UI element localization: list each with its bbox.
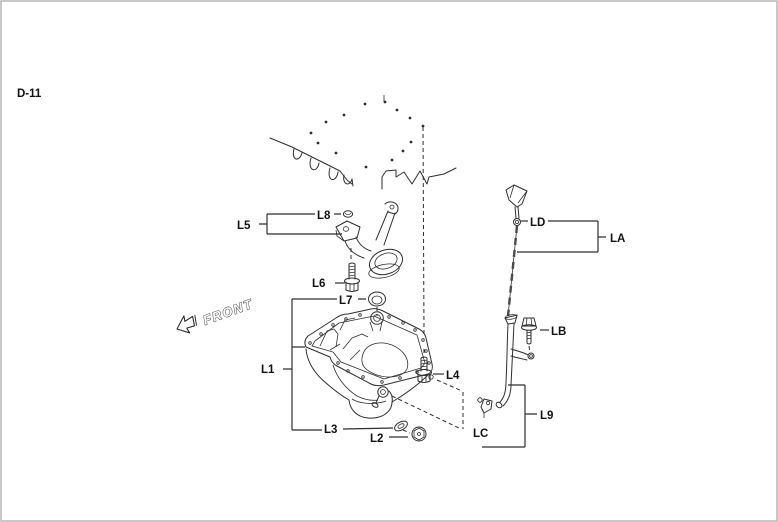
callout-LC[interactable]: LC xyxy=(473,428,488,440)
oil-seal-ring xyxy=(368,291,386,316)
engine-block-outline xyxy=(269,95,457,190)
callout-L9[interactable]: L9 xyxy=(540,410,553,422)
oil-pan-drawing xyxy=(304,308,434,419)
pickup-hole xyxy=(370,311,384,325)
drain-plug-gasket xyxy=(394,420,408,432)
oil-strainer-drawing xyxy=(335,201,403,279)
dipstick-tube-drawing xyxy=(495,314,535,409)
callout-LB[interactable]: LB xyxy=(551,326,566,338)
bolt-hole-dots xyxy=(309,100,425,169)
dipstick-drawing xyxy=(505,184,528,317)
callout-L7[interactable]: L7 xyxy=(339,295,352,307)
callout-leader-lines xyxy=(259,213,606,448)
drain-plug xyxy=(402,426,427,442)
pan-bolt xyxy=(416,349,432,383)
callout-L8[interactable]: L8 xyxy=(317,210,331,222)
drain-boss xyxy=(377,386,389,398)
callout-L5[interactable]: L5 xyxy=(237,220,251,232)
callout-L3[interactable]: L3 xyxy=(324,424,337,436)
drain-plug-alignment-dashes xyxy=(391,395,462,430)
tube-clip xyxy=(477,397,493,418)
tube-alignment-dashes xyxy=(436,379,464,429)
strainer-gasket-ring xyxy=(342,210,354,218)
callout-L4[interactable]: L4 xyxy=(446,370,460,382)
callout-L6[interactable]: L6 xyxy=(312,278,325,290)
callout-L2[interactable]: L2 xyxy=(370,433,383,445)
callout-LA[interactable]: LA xyxy=(610,233,625,245)
dipstick-oring xyxy=(513,218,521,226)
diagram-code: D-11 xyxy=(17,88,42,100)
callout-LD[interactable]: LD xyxy=(530,217,545,229)
callout-L1[interactable]: L1 xyxy=(261,364,275,376)
tube-bolt xyxy=(521,317,537,354)
front-label: FRONT xyxy=(201,296,255,328)
flange-bolt-holes xyxy=(308,313,431,384)
strainer-bolt xyxy=(344,248,360,292)
assembly-alignment-dashed-line xyxy=(422,126,425,335)
front-arrow-icon xyxy=(176,314,198,334)
